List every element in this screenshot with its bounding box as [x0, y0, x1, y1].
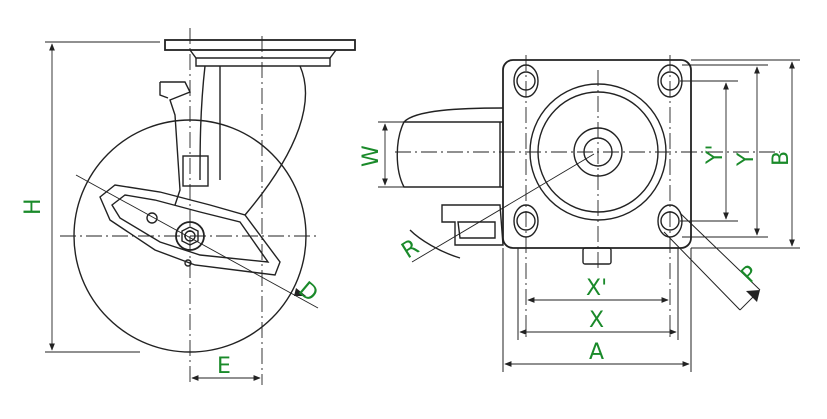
label-E: E	[217, 354, 231, 379]
label-R: R	[397, 235, 423, 264]
label-X: X	[589, 308, 604, 333]
label-H: H	[21, 198, 46, 215]
swivel-head	[189, 49, 337, 59]
label-Y-prime: Y'	[703, 145, 728, 166]
wheel-width-dimension: W	[359, 121, 404, 188]
label-W: W	[359, 145, 384, 167]
brake-arm	[99, 184, 281, 276]
top-view: W R Y' Y B	[359, 55, 800, 372]
horizontal-plate-dimensions: X' X A	[502, 248, 692, 372]
fork-leg	[199, 65, 307, 216]
label-P: P	[736, 261, 763, 288]
label-Y: Y	[734, 152, 759, 167]
top-plate	[164, 39, 356, 51]
offset-dimension: E	[191, 354, 261, 381]
label-D: D	[293, 277, 322, 307]
vertical-plate-dimensions: Y' Y B	[680, 59, 800, 249]
side-view: H D	[21, 28, 356, 385]
brake-pedal	[160, 81, 191, 206]
label-X-prime: X'	[586, 276, 607, 301]
label-A: A	[589, 340, 604, 365]
wheel-side	[396, 121, 504, 188]
height-dimension: H	[21, 41, 160, 353]
brake-top	[441, 204, 504, 246]
label-B: B	[769, 151, 794, 166]
